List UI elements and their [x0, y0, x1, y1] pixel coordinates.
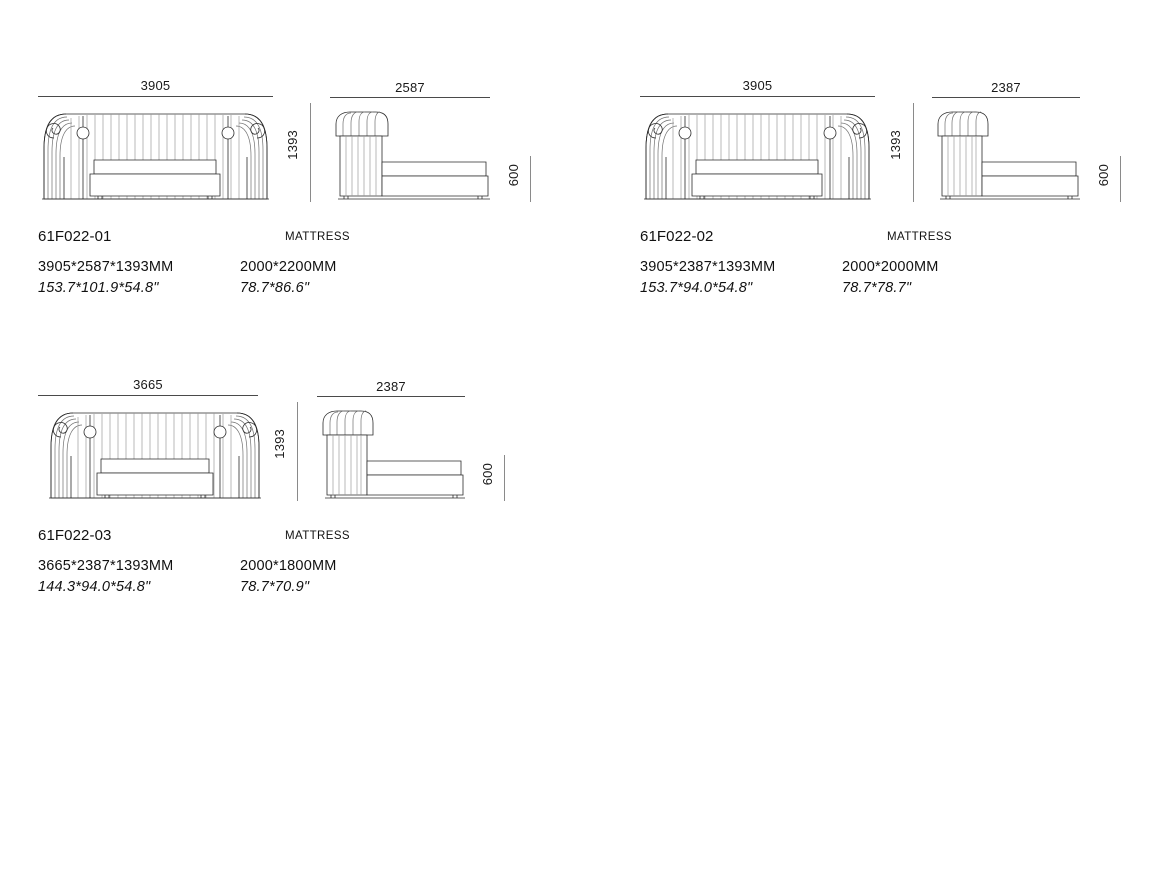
mattress-dimensions-in-1: 78.7*86.6": [240, 280, 310, 297]
overall-dimensions-mm-2: 3905*2387*1393MM: [640, 259, 776, 275]
model-code-2: 61F022-02: [640, 228, 714, 245]
side-width-dimension-line-3: [317, 396, 465, 397]
mattress-label-3: MATTRESS: [285, 530, 350, 542]
front-width-dimension-3: 3665: [133, 377, 163, 392]
side-view-drawing-2: [937, 111, 1080, 200]
front-width-dimension-1: 3905: [140, 78, 171, 93]
side-width-dimension-1: 2587: [395, 80, 425, 95]
side-view-drawing-3: [322, 410, 465, 499]
side-height-dimension-1: 600: [506, 164, 521, 187]
model-code-1: 61F022-01: [38, 228, 112, 245]
overall-dimensions-2: 3905*2387*1393MM 153.7*94.0*54.8": [640, 257, 775, 299]
mattress-dimensions-in-3: 78.7*70.9": [240, 579, 310, 596]
mattress-dimensions-mm-2: 2000*2000MM: [842, 259, 939, 275]
side-width-dimension-line-2: [932, 97, 1080, 98]
overall-dimensions-3: 3665*2387*1393MM 144.3*94.0*54.8": [38, 556, 173, 598]
side-height-dimension-line-2: [1120, 156, 1121, 202]
side-height-dimension-line-1: [530, 156, 531, 202]
mattress-dimensions-mm-3: 2000*1800MM: [240, 558, 337, 574]
front-width-dimension-line-1: [38, 96, 273, 97]
front-height-dimension-2: 1393: [888, 130, 903, 160]
mattress-label-1: MATTRESS: [285, 231, 350, 243]
overall-dimensions-in-1: 153.7*101.9*54.8": [38, 280, 159, 297]
front-height-dimension-3: 1393: [272, 429, 287, 459]
mattress-dimensions-2: 2000*2000MM 78.7*78.7": [842, 257, 939, 299]
side-height-dimension-line-3: [504, 455, 505, 501]
front-height-dimension-line-2: [913, 103, 914, 202]
overall-dimensions-mm-3: 3665*2387*1393MM: [38, 558, 174, 574]
side-height-dimension-2: 600: [1096, 164, 1111, 187]
front-width-dimension-line-2: [640, 96, 875, 97]
side-view-drawing-1: [335, 111, 490, 200]
front-width-dimension-line-3: [38, 395, 258, 396]
front-height-dimension-line-3: [297, 402, 298, 501]
side-width-dimension-2: 2387: [991, 80, 1021, 95]
mattress-dimensions-1: 2000*2200MM 78.7*86.6": [240, 257, 337, 299]
front-height-dimension-line-1: [310, 103, 311, 202]
overall-dimensions-mm-1: 3905*2587*1393MM: [38, 259, 174, 275]
front-width-dimension-2: 3905: [742, 78, 773, 93]
side-height-dimension-3: 600: [480, 463, 495, 486]
side-width-dimension-3: 2387: [376, 379, 406, 394]
front-height-dimension-1: 1393: [285, 130, 300, 160]
overall-dimensions-in-3: 144.3*94.0*54.8": [38, 579, 151, 596]
overall-dimensions-1: 3905*2587*1393MM 153.7*101.9*54.8": [38, 257, 173, 299]
side-width-dimension-line-1: [330, 97, 490, 98]
front-view-drawing-2: [644, 113, 871, 200]
front-view-drawing-1: [42, 113, 269, 200]
mattress-dimensions-3: 2000*1800MM 78.7*70.9": [240, 556, 337, 598]
model-code-3: 61F022-03: [38, 527, 112, 544]
overall-dimensions-in-2: 153.7*94.0*54.8": [640, 280, 753, 297]
mattress-label-2: MATTRESS: [887, 231, 952, 243]
mattress-dimensions-in-2: 78.7*78.7": [842, 280, 912, 297]
front-view-drawing-3: [49, 412, 261, 499]
mattress-dimensions-mm-1: 2000*2200MM: [240, 259, 337, 275]
